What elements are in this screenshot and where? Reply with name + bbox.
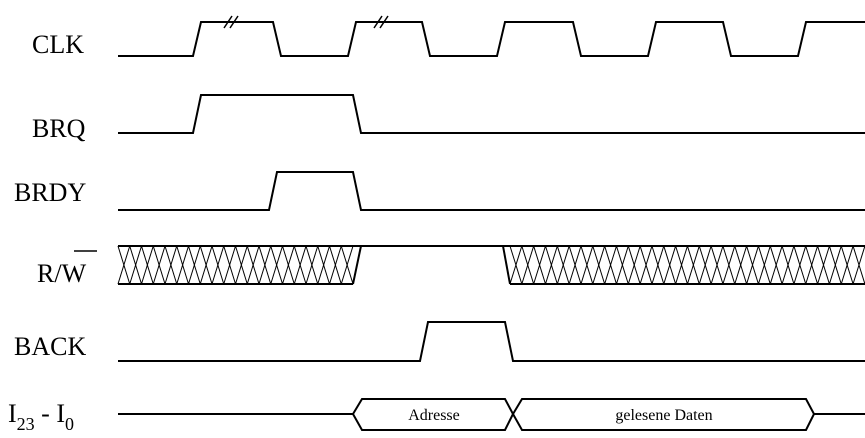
rw-hatch-line	[793, 245, 807, 285]
rw-hatch-line	[246, 245, 260, 285]
rw-hatch-line	[270, 245, 283, 285]
rw-hatch-line	[805, 245, 819, 285]
rw-hatch-line	[686, 245, 700, 285]
rw-hatch-line	[509, 245, 523, 285]
rw-hatch-line	[592, 245, 606, 285]
label-bus-sub-hi: 23	[17, 414, 35, 434]
rw-hatch-line	[840, 245, 854, 285]
rw-hatch-line	[580, 245, 594, 285]
rw-hatch-line	[639, 245, 653, 285]
rw-hatch-line	[734, 245, 748, 285]
rw-hatch-line	[533, 245, 546, 285]
rw-hatch-line	[568, 245, 582, 285]
label-rw-r: R/	[37, 259, 62, 288]
rw-hatch-line	[152, 245, 166, 285]
label-bus: I23 - I0	[8, 399, 74, 434]
rw-hatch-line	[258, 245, 272, 285]
bus-label-daten: gelesene Daten	[615, 407, 712, 424]
brdy-waveform	[118, 171, 865, 211]
label-bus-mid: - I	[35, 399, 65, 428]
bus-waveform: Adresse gelesene Daten	[118, 398, 865, 431]
rw-hatch-line	[329, 245, 342, 285]
back-waveform	[118, 321, 865, 362]
rw-hatch-line	[627, 245, 641, 285]
rw-hatch-line	[663, 245, 677, 285]
rw-hatch-line	[305, 245, 319, 285]
rw-hatch-line	[340, 245, 354, 285]
clk-break-mark-2b	[379, 15, 389, 29]
rw-hatch-left	[117, 245, 354, 285]
label-clk: CLK	[32, 30, 84, 59]
rw-hatch-line	[710, 245, 724, 285]
rw-hatch-line	[129, 245, 142, 285]
rw-hatch-line	[757, 245, 771, 285]
rw-hatch-line	[817, 245, 830, 285]
label-brdy: BRDY	[14, 178, 86, 207]
rw-hatch-line	[141, 245, 154, 285]
rw-hatch-line	[117, 245, 131, 285]
rw-hatch-line	[769, 245, 783, 285]
brq-waveform	[118, 94, 865, 134]
bus-label-adresse: Adresse	[408, 407, 460, 424]
rw-hatch-line	[223, 245, 236, 285]
clk-break-mark-2a	[373, 15, 383, 29]
label-brq: BRQ	[32, 114, 86, 143]
rw-hatch-line	[211, 245, 225, 285]
rw-hatch-line	[604, 245, 617, 285]
rw-hatch-line	[545, 245, 558, 285]
rw-hatch-line	[556, 245, 570, 285]
rw-hatch-line	[521, 245, 535, 285]
rw-hatch-line	[199, 245, 213, 285]
rw-hatch-line	[317, 245, 330, 285]
clk-break-mark-1a	[223, 15, 233, 29]
rw-hatch-line	[651, 245, 665, 285]
rw-hatch-line	[852, 245, 865, 285]
rw-hatch-line	[176, 245, 189, 285]
clk-waveform	[118, 21, 865, 57]
label-back: BACK	[14, 332, 86, 361]
clk-break-mark-1b	[229, 15, 239, 29]
rw-hatch-line	[293, 245, 307, 285]
label-rw: R/W	[37, 259, 87, 288]
label-bus-sub-lo: 0	[65, 414, 74, 434]
rw-hatch-line	[828, 245, 842, 285]
rw-waveform	[117, 245, 865, 285]
rw-hatch-line	[235, 245, 248, 285]
rw-hatch-line	[781, 245, 795, 285]
rw-hatch-line	[188, 245, 201, 285]
rw-hatch-right	[509, 245, 865, 285]
rw-hatch-line	[722, 245, 736, 285]
rw-hatch-line	[164, 245, 178, 285]
rw-hatch-line	[746, 245, 759, 285]
rw-hatch-line	[282, 245, 295, 285]
rw-hatch-line	[675, 245, 688, 285]
label-bus-i: I	[8, 399, 17, 428]
rw-hatch-line	[615, 245, 629, 285]
label-rw-w: W	[62, 259, 87, 288]
rw-hatch-line	[698, 245, 712, 285]
